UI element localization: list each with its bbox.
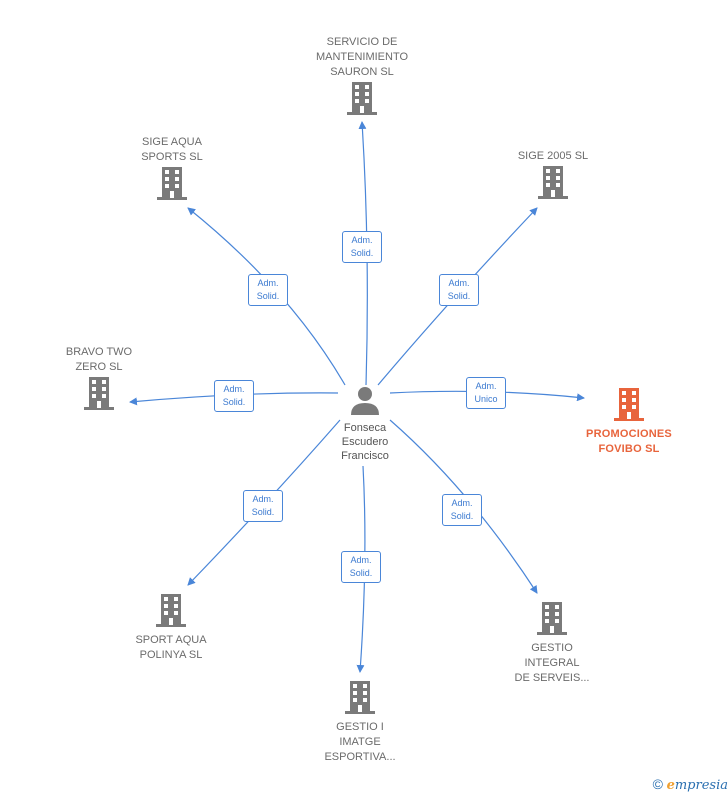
brand-logo-e: e [666,778,675,793]
building-icon [614,388,644,421]
relation-label-gestio-imatge: Adm. Solid. [341,551,381,583]
company-label: SIGE AQUA SPORTS SL [141,136,203,163]
relation-label-gestio-integral: Adm. Solid. [442,494,482,526]
company-node-sauron[interactable]: SERVICIO DE MANTENIMIENTO SAURON SL [287,35,437,121]
relation-label-bravo: Adm. Solid. [214,380,254,412]
copyright-symbol: © [652,776,663,792]
company-label: GESTIO INTEGRAL DE SERVEIS... [514,642,590,684]
building-icon [347,82,377,115]
company-label: BRAVO TWO ZERO SL [65,346,133,373]
company-label: SERVICIO DE MANTENIMIENTO SAURON SL [315,36,409,78]
building-icon [157,167,187,200]
relation-label-sauron: Adm. Solid. [342,231,382,263]
company-node-gestio-integral[interactable]: GESTIO INTEGRAL DE SERVEIS... [477,600,627,686]
company-label: PROMOCIONES FOVIBO SL [586,428,672,455]
building-icon [538,166,568,199]
company-label: SIGE 2005 SL [517,150,589,162]
relation-label-sport-aqua: Adm. Solid. [243,490,283,522]
relation-label-sige-aqua: Adm. Solid. [248,274,288,306]
company-node-promociones-fovibo[interactable]: PROMOCIONES FOVIBO SL [554,386,704,457]
company-node-sport-aqua[interactable]: SPORT AQUA POLINYA SL [96,592,246,663]
building-icon [537,602,567,635]
building-icon [84,377,114,410]
person-icon [351,387,379,415]
person-name: Fonseca Escudero Francisco [341,422,389,462]
relation-label-sige-2005: Adm. Solid. [439,274,479,306]
person-node[interactable]: Fonseca Escudero Francisco [290,384,440,463]
building-icon [156,594,186,627]
company-node-sige-aqua[interactable]: SIGE AQUA SPORTS SL [97,135,247,206]
company-label: GESTIO I IMATGE ESPORTIVA... [324,721,396,763]
relation-label-fovibo: Adm. Unico [466,377,506,409]
building-icon [345,681,375,714]
brand-footer: © empresia [653,776,728,793]
company-label: SPORT AQUA POLINYA SL [135,634,207,661]
brand-logo-text: mpresia [674,778,728,793]
company-node-bravo-two-zero[interactable]: BRAVO TWO ZERO SL [24,345,174,416]
company-node-sige-2005[interactable]: SIGE 2005 SL [478,149,628,205]
company-node-gestio-imatge[interactable]: GESTIO I IMATGE ESPORTIVA... [285,679,435,765]
